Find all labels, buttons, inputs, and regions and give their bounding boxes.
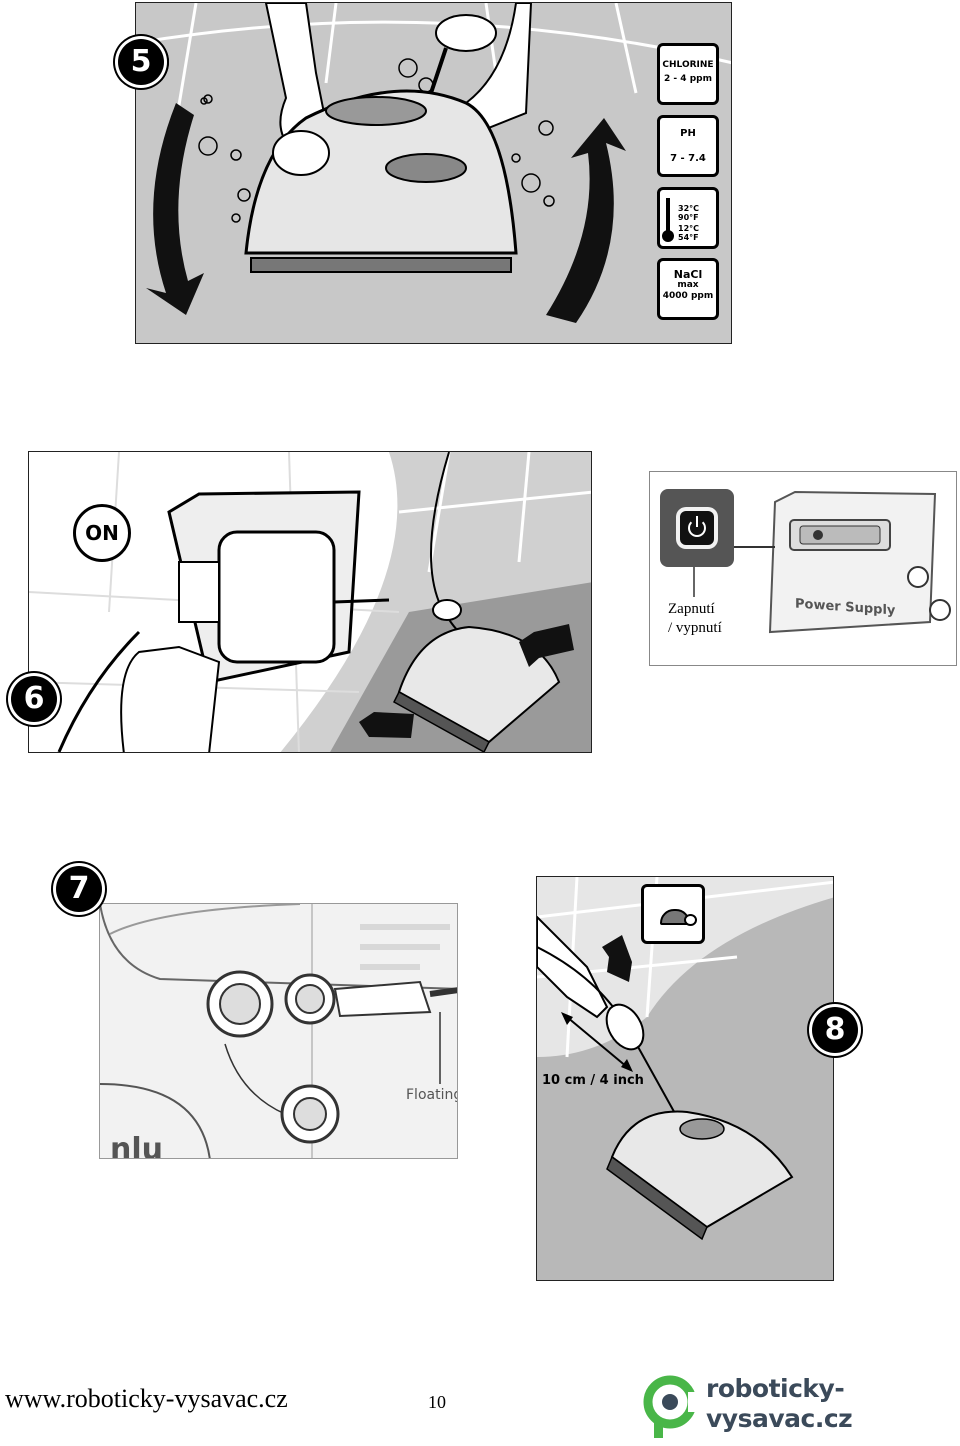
logo-text-line1: roboticky- xyxy=(706,1374,845,1403)
power-caption-line2: / vypnutí xyxy=(668,620,722,636)
svg-text:nlu: nlu xyxy=(110,1132,163,1159)
step8-illustration xyxy=(537,877,833,1280)
ph-label: PH xyxy=(680,128,696,139)
distance-label: 10 cm / 4 inch xyxy=(542,1073,644,1088)
step7-number: 7 xyxy=(56,866,102,912)
ph-icon: PH 7 - 7.4 xyxy=(657,115,719,177)
step7-panel: nlu Floating xyxy=(99,903,458,1159)
temperature-min: 12°C 54°F xyxy=(678,224,700,242)
step5-illustration xyxy=(136,3,731,343)
step5-panel: 5 CHLORINE 2 - 4 ppm PH 7 - 7.4 32°C 90°… xyxy=(135,2,732,344)
step8-number: 8 xyxy=(812,1007,858,1053)
step7-illustration: nlu xyxy=(100,904,457,1159)
power-supply-illustration xyxy=(650,472,956,665)
nacl-value: 4000 ppm xyxy=(662,291,714,301)
power-caption-line1: Zapnutí xyxy=(668,601,715,617)
power-supply-inset: Power Supply xyxy=(649,471,957,666)
temperature-max: 32°C 90°F xyxy=(678,204,700,222)
chlorine-range: 2 - 4 ppm xyxy=(664,74,712,84)
step6-panel: ON xyxy=(28,451,592,753)
chlorine-label: CHLORINE xyxy=(662,60,714,70)
thermometer-icon: 32°C 90°F 12°C 54°F xyxy=(657,187,719,249)
nacl-icon: NaCl max 4000 ppm xyxy=(657,258,719,320)
on-badge: ON xyxy=(73,504,131,562)
step6-number: 6 xyxy=(11,676,57,722)
ph-range: 7 - 7.4 xyxy=(670,153,706,164)
step6-illustration xyxy=(29,452,591,752)
footer-website[interactable]: www.roboticky-vysavac.cz xyxy=(5,1384,288,1413)
chlorine-icon: CHLORINE 2 - 4 ppm xyxy=(657,43,719,105)
nacl-max: max xyxy=(677,280,699,290)
brand-logo: roboticky- vysavac.cz xyxy=(640,1372,870,1440)
power-button-icon xyxy=(660,489,734,567)
on-label: ON xyxy=(85,521,119,545)
logo-text-line2: vysavac.cz xyxy=(706,1404,853,1433)
step5-number: 5 xyxy=(118,39,164,85)
nacl-label: NaCl xyxy=(673,268,703,281)
page-number: 10 xyxy=(428,1392,446,1412)
logo-mark-icon xyxy=(643,1375,700,1438)
step8-panel: 10 cm / 4 inch xyxy=(536,876,834,1281)
slow-mode-turtle-icon xyxy=(641,884,705,944)
power-switch-caption: Zapnutí / vypnutí xyxy=(668,600,722,638)
floating-label: Floating xyxy=(406,1087,458,1103)
